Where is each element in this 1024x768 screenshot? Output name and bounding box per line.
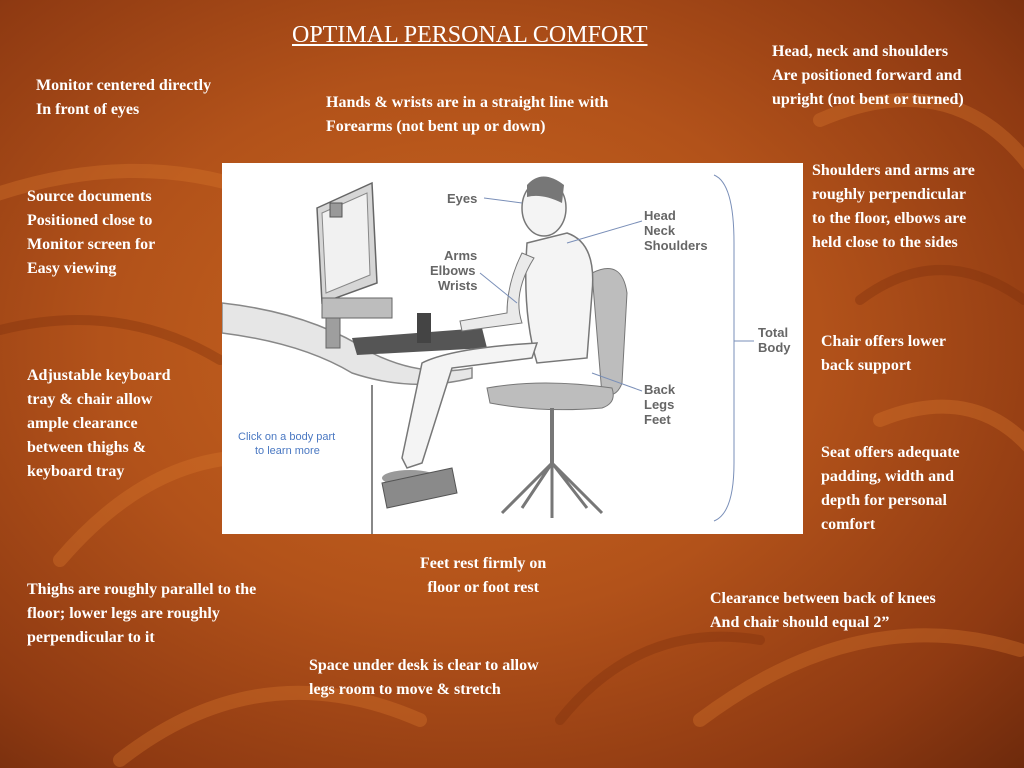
diagram-label-elbows: Elbows <box>430 263 476 278</box>
chair-base <box>500 461 604 518</box>
note-head-neck: Head, neck and shoulders Are positioned … <box>772 43 964 108</box>
page-title: OPTIMAL PERSONAL COMFORT <box>292 22 648 48</box>
note-chair-back: Chair offers lower back support <box>821 333 946 374</box>
person-legs <box>401 342 539 469</box>
person-hair <box>527 176 564 203</box>
note-source-documents: Source documents Positioned close to Mon… <box>27 188 156 277</box>
diagram-label-feet: Feet <box>644 412 671 427</box>
note-seat: Seat offers adequate padding, width and … <box>821 444 960 533</box>
chair-back <box>591 268 628 396</box>
diagram-label-total: Total <box>758 325 788 340</box>
note-thighs: Thighs are roughly parallel to the floor… <box>27 581 257 646</box>
note-knees: Clearance between back of knees And chai… <box>710 590 936 631</box>
diagram-label-eyes: Eyes <box>447 191 477 206</box>
mouse <box>417 313 431 343</box>
person-torso <box>525 232 594 364</box>
ergonomics-diagram[interactable]: Eyes Head Neck Shoulders Arms Elbows Wri… <box>222 163 803 534</box>
monitor-riser <box>325 317 341 349</box>
diagram-illustration: Eyes Head Neck Shoulders Arms Elbows Wri… <box>222 174 791 534</box>
note-feet: Feet rest firmly on floor or foot rest <box>420 555 547 596</box>
person-arm <box>459 252 535 332</box>
note-monitor: Monitor centered directly In front of ey… <box>36 77 212 118</box>
footrest <box>381 467 458 509</box>
diagram-label-neck: Neck <box>644 223 676 238</box>
monitor-screen <box>321 192 371 294</box>
note-space-desk: Space under desk is clear to allow legs … <box>309 657 539 698</box>
diagram-label-back: Back <box>644 382 676 397</box>
diagram-hint-line2: to learn more <box>255 445 320 457</box>
note-keyboard-tray: Adjustable keyboard tray & chair allow a… <box>27 367 171 480</box>
diagram-label-body: Body <box>758 340 791 355</box>
diagram-hint-line1: Click on a body part <box>238 431 335 443</box>
chair-seat <box>486 382 614 411</box>
diagram-label-head: Head <box>644 208 676 223</box>
monitor-stand <box>321 297 393 319</box>
diagram-label-arms: Arms <box>444 248 477 263</box>
diagram-label-wrists: Wrists <box>438 278 478 293</box>
document-holder <box>329 202 343 218</box>
note-hands-wrists: Hands & wrists are in a straight line wi… <box>326 94 609 135</box>
diagram-label-legs: Legs <box>644 397 674 412</box>
diagram-label-shoulders: Shoulders <box>644 238 708 253</box>
note-shoulders-arms: Shoulders and arms are roughly perpendic… <box>812 162 975 251</box>
